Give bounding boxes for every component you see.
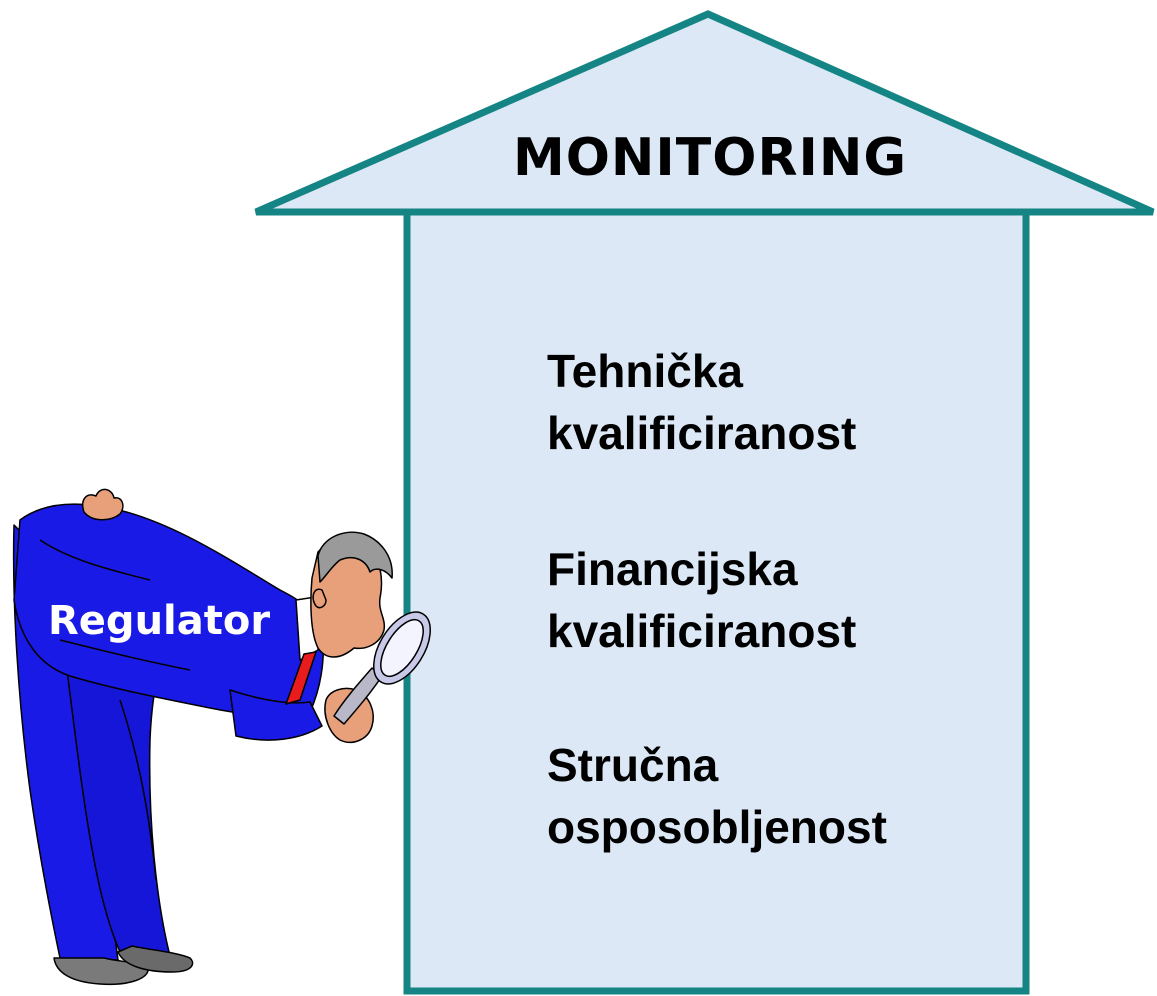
criterion-technical: Tehnička kvalificiranost: [547, 340, 1007, 464]
inspector-with-magnifying-glass-icon: [12, 488, 431, 986]
criterion-professional: Stručna osposobljenost: [547, 734, 1007, 858]
house-body: [403, 208, 1030, 995]
criterion-line-1: Financijska: [547, 543, 798, 595]
house-title: MONITORING: [512, 128, 908, 188]
criterion-line-2: osposobljenost: [547, 801, 887, 853]
criterion-line-1: Stručna: [547, 739, 719, 791]
criterion-financial: Financijska kvalificiranost: [547, 538, 1007, 662]
criterion-line-1: Tehnička: [547, 345, 743, 397]
criterion-line-2: kvalificiranost: [547, 407, 857, 459]
regulator-label: Regulator: [48, 598, 271, 644]
criterion-line-2: kvalificiranost: [547, 605, 857, 657]
